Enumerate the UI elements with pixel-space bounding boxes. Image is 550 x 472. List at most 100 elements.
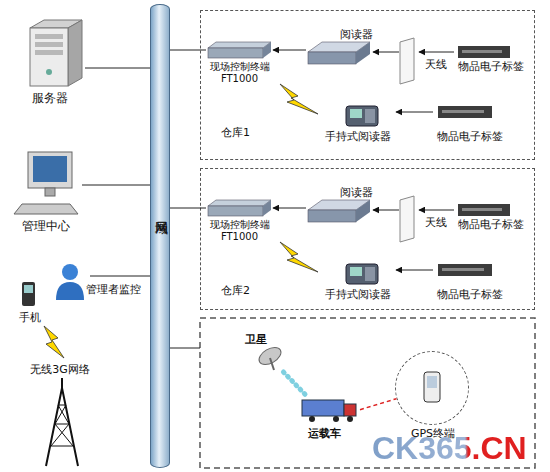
control-terminal: 现场控制终端 FT1000 — [206, 199, 273, 249]
reader-icon — [356, 200, 370, 222]
node-label: 手持式阅读器 — [325, 131, 397, 144]
terminal-icon — [208, 200, 271, 206]
node-label: 天线 — [425, 217, 455, 230]
node-label: 现场控制终端 FT1000 — [206, 61, 273, 84]
handheld-icon — [350, 267, 362, 276]
truck-icon — [309, 416, 315, 422]
handheld-node: 手持式阅读器 — [323, 263, 396, 305]
terminal-icon — [263, 200, 271, 216]
tag-icon — [438, 264, 492, 276]
connector — [85, 68, 150, 69]
terminal-icon — [208, 48, 263, 58]
node-label: 手持式阅读器 — [325, 289, 397, 302]
node-label: 天线 — [425, 59, 455, 72]
server-node: 服务器 — [15, 18, 85, 108]
node-label: 服务器 — [15, 92, 85, 106]
node-label: 物品电子标签 — [458, 61, 534, 74]
tag-icon — [442, 268, 484, 271]
management-node: 管理中心 — [10, 150, 82, 236]
tag-icon — [442, 110, 484, 113]
antenna-icon — [400, 196, 414, 242]
node-label: 现场控制终端 FT1000 — [206, 219, 273, 242]
node-label: 管理者监控 — [86, 284, 150, 297]
server-icon — [35, 50, 63, 55]
group-frame — [200, 318, 535, 468]
network-wire — [170, 348, 200, 349]
connector — [170, 50, 206, 51]
tag-icon — [458, 46, 510, 58]
truck-icon — [302, 400, 344, 416]
gps-device-icon — [424, 372, 440, 402]
tag-icon — [462, 50, 502, 53]
connector — [283, 372, 306, 396]
connector — [82, 185, 150, 186]
network-tower: 无线3G网络 — [15, 364, 105, 468]
satellite-node: 卫星 — [245, 334, 285, 372]
node-label: 阅读器 — [340, 187, 380, 200]
truck-node: 运载车 — [298, 396, 360, 442]
terminal-icon — [263, 42, 271, 58]
node-label: 手机 — [15, 312, 45, 325]
antenna-icon — [400, 38, 414, 84]
control-terminal: 现场控制终端 FT1000 — [206, 41, 273, 91]
node-label: 仓库2 — [221, 285, 250, 298]
tag-icon — [458, 204, 510, 216]
tag-icon — [462, 208, 502, 211]
connector — [373, 210, 399, 211]
terminal-icon — [208, 206, 263, 216]
truck-icon — [344, 404, 356, 416]
connector — [419, 52, 454, 53]
truck-icon — [347, 416, 353, 422]
tower-icon — [58, 405, 69, 424]
server-icon — [30, 28, 68, 86]
node-label: 管理中心 — [10, 220, 82, 234]
terminal-icon — [208, 42, 271, 48]
connector — [170, 208, 206, 209]
antenna-node: 天线 — [399, 195, 419, 243]
reader-icon — [308, 210, 356, 222]
node-label: 运载车 — [308, 428, 358, 441]
phone-icon — [22, 282, 35, 306]
satellite-icon — [256, 344, 284, 368]
reader-icon — [308, 52, 356, 64]
computer-icon — [14, 204, 78, 214]
reader-node: 阅读器 — [306, 187, 373, 227]
tag-node: 物品电子标签 — [454, 203, 534, 237]
server-icon — [35, 34, 63, 39]
tower-icon — [55, 405, 66, 424]
truck-icon — [333, 416, 339, 422]
wireless-bolt — [280, 84, 318, 114]
computer-icon — [28, 152, 72, 188]
lan-bus: 局域网 — [150, 4, 170, 468]
warehouse-box: 仓库1现场控制终端 FT1000阅读器天线物品电子标签手持式阅读器物品电子标签 — [200, 10, 535, 160]
server-icon — [35, 42, 63, 47]
reader-icon — [356, 42, 370, 64]
tag-node: 物品电子标签 — [454, 45, 534, 79]
manager-node: 管理者监控 — [52, 262, 90, 302]
tag-node: 物品电子标签 — [433, 105, 513, 147]
node-label: 物品电子标签 — [437, 289, 513, 302]
server-icon — [68, 20, 82, 86]
reader-node: 阅读器 — [306, 29, 373, 69]
node-label: 阅读器 — [340, 29, 380, 42]
antenna-node: 天线 — [399, 37, 419, 85]
node-label: 物品电子标签 — [458, 219, 534, 232]
tag-icon — [438, 106, 492, 118]
connector — [360, 399, 397, 410]
handheld-icon — [346, 264, 378, 284]
handheld-node: 手持式阅读器 — [323, 105, 396, 147]
gps-terminal: GPS终端 — [395, 351, 469, 425]
tower-icon — [51, 424, 69, 446]
tower-icon — [46, 388, 78, 466]
warehouse-box: 仓库2现场控制终端 FT1000阅读器天线物品电子标签手持式阅读器物品电子标签 — [200, 168, 535, 310]
handheld-icon — [346, 106, 378, 126]
person-icon — [62, 264, 78, 280]
connector — [373, 52, 399, 53]
phone-node: 手机 — [15, 278, 45, 326]
handheld-icon — [365, 267, 375, 281]
satellite-icon — [270, 358, 274, 370]
wireless-bolt — [44, 326, 64, 358]
